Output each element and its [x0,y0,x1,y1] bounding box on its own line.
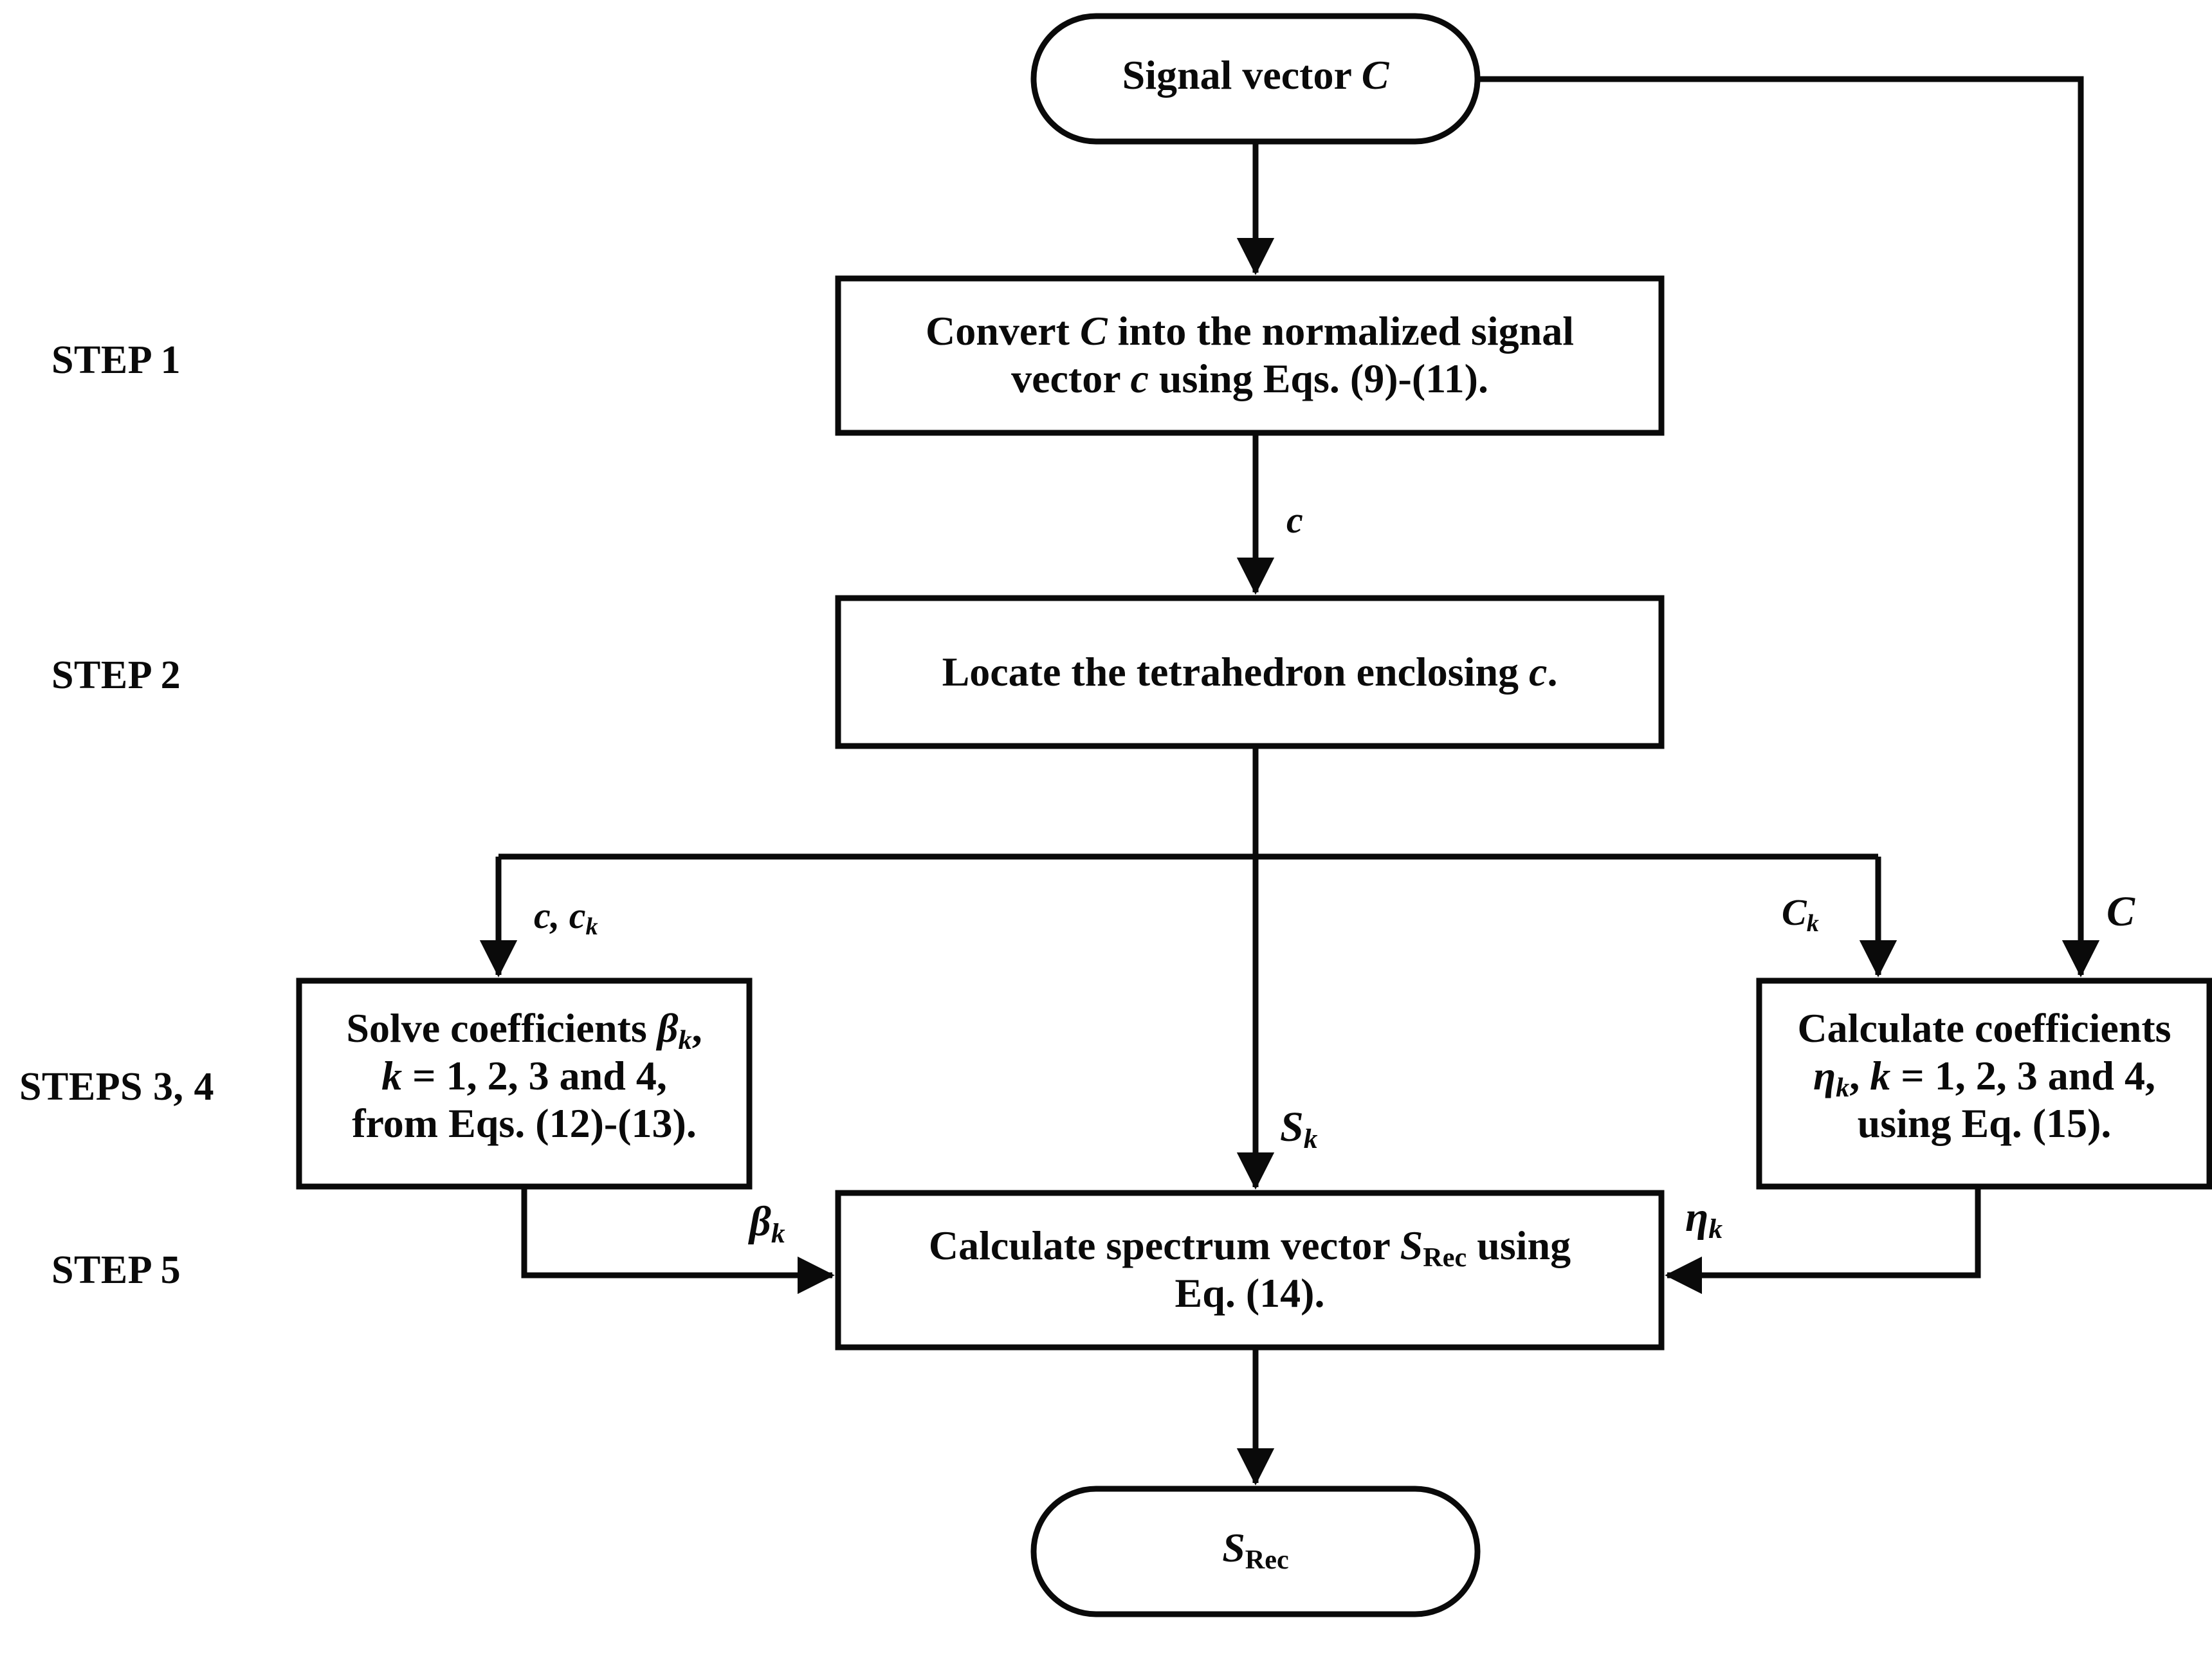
node-steps34-left-shape [296,978,753,1190]
edge-label-c-ck: c, ck [534,895,598,940]
node-step2-label: Locate the tetrahedron enclosing c. [942,649,1558,695]
step-label-1: STEP 1 [51,338,181,382]
edge-label-Sk: Sk [1280,1104,1318,1155]
node-steps34-right-shape [1756,978,2212,1190]
edge-label-C: C [2107,888,2135,935]
edge-label-betak: βk [749,1198,785,1250]
node-step5-shape [835,1190,1665,1351]
edge-label-Ck: Ck [1782,891,1819,937]
node-step1-shape [835,275,1665,436]
edge-start-to-steps34-right [1477,76,2100,978]
node-end-label: SRec [1222,1525,1289,1575]
edge-steps34-right-to-step5 [1665,1187,1981,1295]
step-label-5: STEP 5 [51,1248,181,1292]
node-step2-shape [835,595,1665,749]
step-label-2: STEP 2 [51,653,181,697]
node-steps34-left-label: Solve coefficients βk,k = 1, 2, 3 and 4,… [346,1005,702,1147]
edge-label-c: c [1286,499,1303,541]
step-label-3-4: STEPS 3, 4 [19,1065,215,1109]
edge-label-etak: ηk [1685,1194,1723,1245]
edge-steps34-left-to-step5 [521,1187,835,1295]
node-start-label: Signal vector C [1122,52,1389,98]
node-end-shape [1030,1486,1481,1617]
